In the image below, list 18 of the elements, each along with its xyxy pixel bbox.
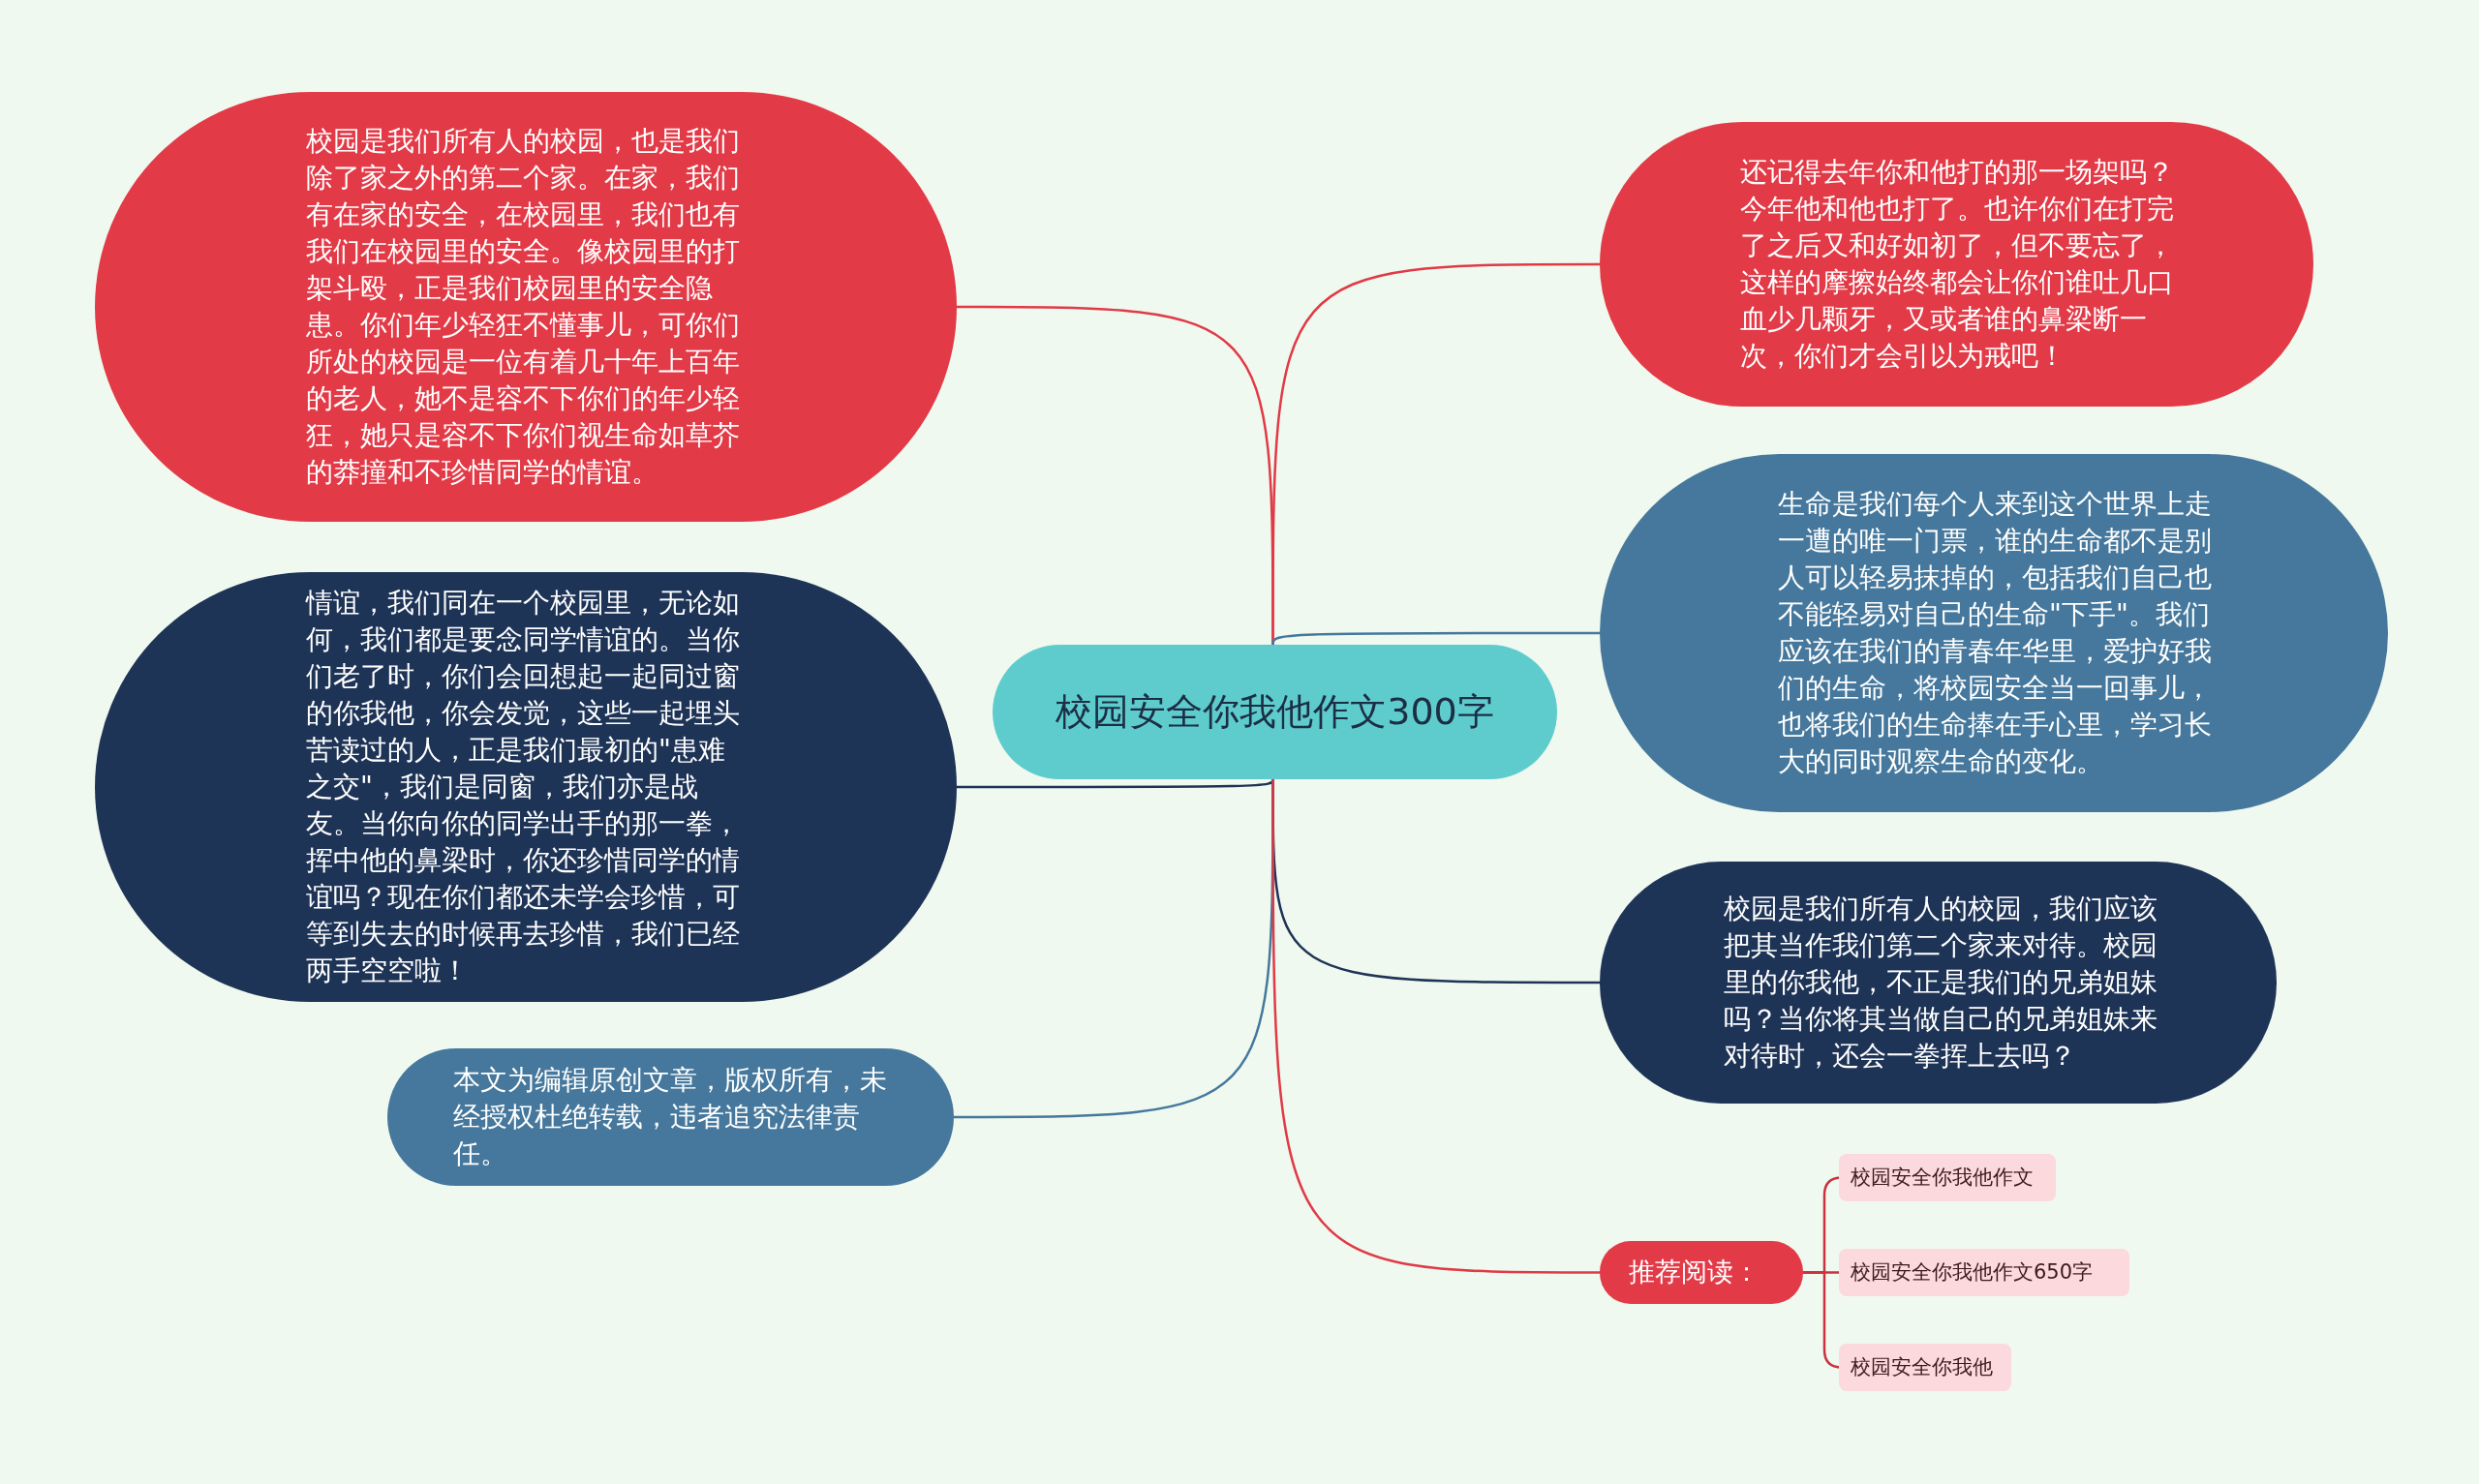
link-box (1839, 1154, 2056, 1201)
connector-line (1271, 262, 1600, 645)
body-text: 校园是我们所有人的校园，也是我们除了家之外的第二个家。在家，我们有在家的安全，在校园里，我们也有我们在校园里的安全。像校园里的打架斗殴，正是我们校园里的安全隐患。你们年少轻狂不懂事儿，可你们所处的校园是一位有着几十年上百年的老人，她不是容不下你们的年少轻狂，她只是容不下你们视生命如草芥的莽撞和不珍惜同学的情谊。 (306, 123, 741, 491)
link-box (1839, 1344, 2011, 1391)
connector-line (957, 778, 1274, 789)
body-text: 校园是我们所有人的校园，我们应该把其当作我们第二个家来对待。校园里的你我他，不正是我们的兄弟姐妹吗？当你将其当做自己的兄弟姐妹来对待时，还会一拳挥上去吗？ (1724, 891, 2158, 1075)
link-text: 校园安全你我他作文 (1851, 1165, 2034, 1192)
body-text: 本文为编辑原创文章，版权所有，未经授权杜绝转载，违者追究法律责任。 (453, 1062, 888, 1172)
label-text: 推荐阅读： (1629, 1256, 1760, 1289)
body-text: 生命是我们每个人来到这个世界上走一遭的唯一门票，谁的生命都不是别人可以轻易抹掉的，包括我们自己也不能轻易对自己的生命"下手"。我们应该在我们的青春年华里，爱护好我们的生命，将校园安全当一回事儿，也将我们的生命捧在手心里，学习长大的同时观察生命的变化。 (1778, 486, 2213, 780)
body-text: 情谊，我们同在一个校园里，无论如何，我们都是要念同学情谊的。当你们老了时，你们会回想起一起同过窗的你我他，你会发觉，这些一起埋头苦读过的人，正是我们最初的"患难之交"，我们是同窗，我们亦是战友。当你向你的同学出手的那一拳，挥中他的鼻梁时，你还珍惜同学的情谊吗？现在你们都还未学会珍惜，可等到失去的时候再去珍惜，我们已经两手空空啦！ (306, 585, 741, 989)
link-text: 校园安全你我他作文650字 (1851, 1259, 2094, 1287)
connector-line (1271, 631, 1600, 646)
connector-line (1271, 779, 1600, 1274)
body-text: 还记得去年你和他打的那一场架吗？今年他和他也打了。也许你们在打完了之后又和好如初了，但不要忘了，这样的摩擦始终都会让你们谁吐几口血少几颗牙，又或者谁的鼻梁断一次，你们才会引以为戒吧！ (1740, 154, 2175, 375)
link-text: 校园安全你我他 (1851, 1354, 1993, 1381)
topic-title: 校园安全你我他作文300字 (1056, 688, 1494, 735)
link-box (1839, 1249, 2129, 1296)
